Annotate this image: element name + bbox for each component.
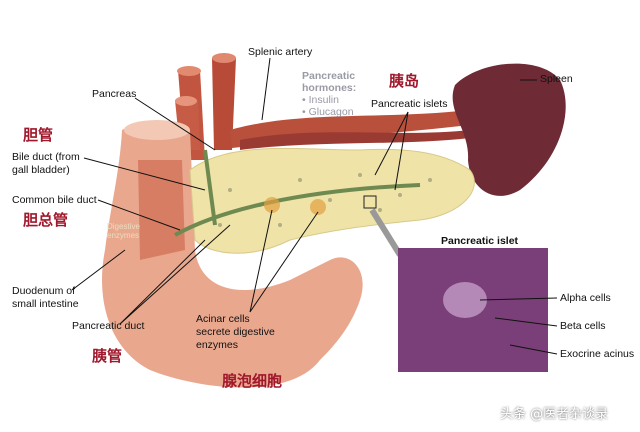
label-pancreatic-islets: Pancreatic islets xyxy=(371,98,448,110)
pancreas-shape xyxy=(189,147,475,254)
cn-label-acinar-cells: 腺泡细胞 xyxy=(222,372,283,390)
label-duodenum-1: Duodenum of xyxy=(12,285,76,297)
label-alpha-cells: Alpha cells xyxy=(560,292,611,304)
label-pancreatic-duct: Pancreatic duct xyxy=(72,320,145,332)
label-hormones-title-2: hormones: xyxy=(302,82,357,94)
label-common-bile-duct: Common bile duct xyxy=(12,194,97,206)
label-exocrine-acinus: Exocrine acinus xyxy=(560,348,635,360)
leader-lines xyxy=(71,57,558,355)
label-acinar-3: enzymes xyxy=(196,339,239,351)
label-glucagon: • Glucagon xyxy=(302,106,354,118)
label-digestive-2: enzymes xyxy=(107,231,140,240)
label-duodenum-2: small intestine xyxy=(12,298,79,310)
label-spleen: Spleen xyxy=(540,73,573,85)
label-pancreas: Pancreas xyxy=(92,88,137,100)
label-splenic-artery: Splenic artery xyxy=(248,46,313,58)
label-bile-duct-1: Bile duct (from xyxy=(12,151,80,163)
cn-label-bile-duct: 胆管 xyxy=(23,126,54,144)
cn-label-islet: 胰岛 xyxy=(389,72,420,90)
label-acinar-2: secrete digestive xyxy=(196,326,275,338)
label-insulin: • Insulin xyxy=(302,94,339,106)
cn-label-pancreatic-duct: 胰管 xyxy=(92,347,123,365)
label-beta-cells: Beta cells xyxy=(560,320,606,332)
label-digestive-1: Digestive xyxy=(107,222,140,231)
label-islet-title: Pancreatic islet xyxy=(441,235,519,247)
spleen-shape xyxy=(452,63,566,196)
cn-label-common-bile-duct: 胆总管 xyxy=(23,211,69,229)
label-hormones-title-1: Pancreatic xyxy=(302,70,356,82)
label-acinar-1: Acinar cells xyxy=(196,313,250,325)
label-bile-duct-2: gall bladder) xyxy=(12,164,70,176)
watermark: 头条 @医者杂谈录 xyxy=(500,407,609,422)
